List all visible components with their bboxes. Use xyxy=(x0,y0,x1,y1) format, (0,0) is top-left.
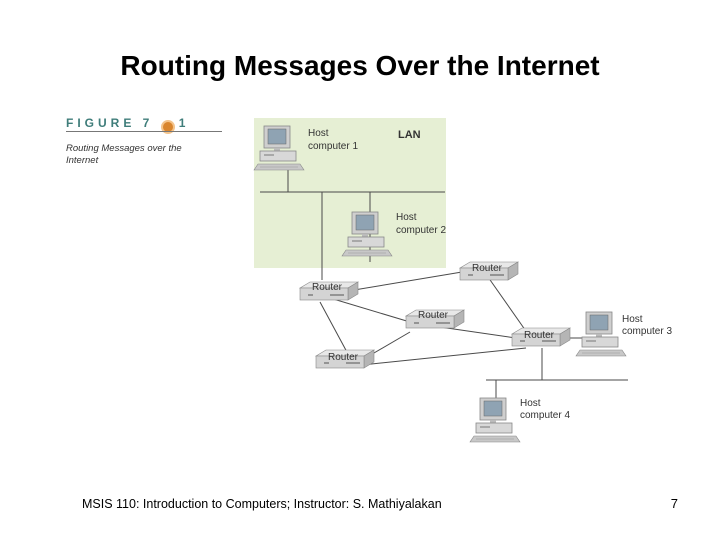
router-left-label: Router xyxy=(312,282,343,293)
figure-caption-block: FIGURE 7 1 Routing Messages over the Int… xyxy=(66,116,226,167)
page-number: 7 xyxy=(670,496,678,511)
figure-label-suffix: 1 xyxy=(178,116,190,130)
host3-label-line1: Host xyxy=(622,314,643,325)
lan-label: LAN xyxy=(398,129,421,141)
figure-rule xyxy=(66,131,222,132)
host3-label-line2: computer 3 xyxy=(622,326,672,337)
figure-dot-icon xyxy=(160,119,175,134)
host1-label-line1: Host xyxy=(308,128,329,139)
router-bottom-left-label: Router xyxy=(328,352,359,363)
router-center-label: Router xyxy=(418,310,449,321)
host-computer-3-icon xyxy=(575,311,627,357)
figure-label: FIGURE 7 1 xyxy=(66,116,226,134)
host2-label-line2: computer 2 xyxy=(396,225,446,236)
host4-label-line2: computer 4 xyxy=(520,410,570,421)
slide-footer: MSIS 110: Introduction to Computers; Ins… xyxy=(82,497,442,511)
host4-label-line1: Host xyxy=(520,398,541,409)
network-diagram: LAN Host computer 1 Host computer 2 Rout… xyxy=(253,118,672,443)
router-right-label: Router xyxy=(524,330,555,341)
host2-label-line1: Host xyxy=(396,212,417,223)
slide-title: Routing Messages Over the Internet xyxy=(120,50,600,81)
router-top-right-label: Router xyxy=(472,263,503,274)
host-computer-4-icon xyxy=(469,397,521,443)
figure-caption: Routing Messages over the Internet xyxy=(66,142,182,166)
host1-label-line2: computer 1 xyxy=(308,141,358,152)
figure-label-prefix: FIGURE 7 xyxy=(66,116,154,130)
